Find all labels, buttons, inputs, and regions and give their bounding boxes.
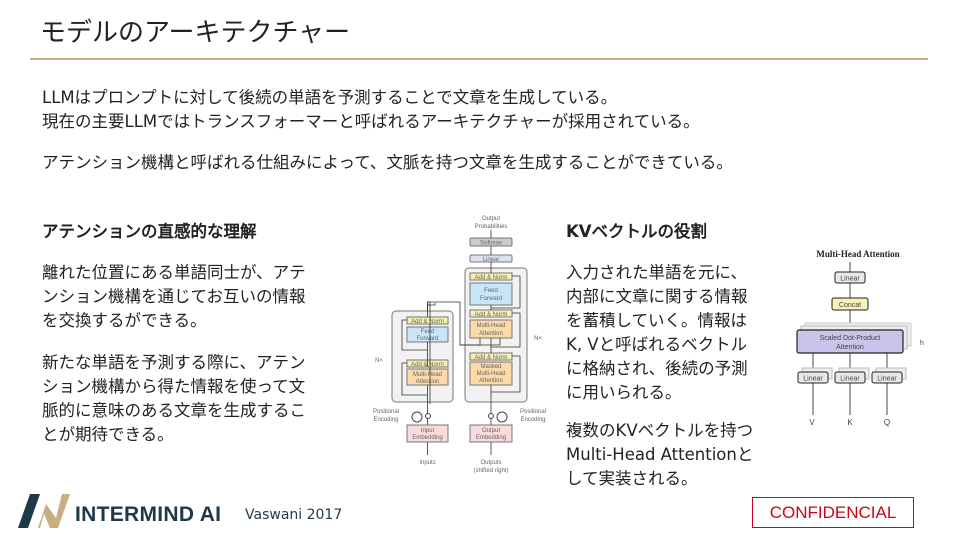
diagram-label: Positional [520,409,546,415]
diagram-label: Attention [479,378,503,384]
diagram-label: Softmax [480,241,502,247]
confidential-badge: CONFIDENCIAL [752,497,914,528]
diagram-label: Add & Norm [475,355,508,361]
add-icon [488,413,494,419]
diagram-label: K [847,418,853,427]
diagram-label: Scaled Dot-Product [820,335,881,342]
diagram-label: Inputs [419,460,435,466]
intermind-logo-icon [18,494,70,528]
right-paragraph-1: 入力された単語を元に、内部に文章に関する情報を蓄積していく。情報は K, Vと呼ば… [566,261,748,405]
mha-title: Multi-Head Attention [816,249,899,259]
diagram-label: V [809,418,815,427]
positional-encoding-icon [411,411,423,423]
diagram-label: Linear [840,276,860,283]
diagram-label: Encoding [520,417,545,423]
diagram-label: Linear [840,376,860,383]
diagram-label: Outputs [480,460,501,466]
diagram-label: Feed [421,329,435,335]
text-line: を蓄積していく。情報は [566,311,748,330]
diagram-label: Q [884,418,890,427]
intro-line-1: LLMはプロンプトに対して後続の単語を予測することで文章を生成している。 [42,88,618,107]
linear-box [834,271,866,284]
diagram-label: Embedding [412,435,442,441]
diagram-label: Output [482,428,500,434]
diagram-label: Concat [839,302,861,309]
diagram-label: Input [421,428,435,434]
add-icon [425,413,431,419]
intro-line-3: アテンション機構と呼ばれる仕組みによって、文脈を持つ文章を生成することができてい… [42,153,733,172]
text-line: に用いられる。 [566,383,682,402]
left-paragraph-2: 新たな単語を予測する際に、アテンション機構から得た情報を使って文脈的に意味のある… [42,351,306,447]
diagram-label: h [920,340,924,347]
linear-box [834,371,866,384]
diagram-label: Add & Norm [411,319,444,325]
text-line: ション機構から得た情報を使って文 [42,377,306,396]
text-line: K, Vと呼ばれるベクトル [566,335,748,354]
diagram-label: Add & Norm [475,275,508,281]
text-line: 離れた位置にある単語同士が、アテ [42,263,306,282]
right-paragraph-2: 複数のKVベクトルを持つ Multi-Head Attentionとして実装される… [566,419,753,491]
positional-encoding-icon [496,411,508,423]
text-line: 内部に文章に関する情報 [566,287,748,306]
left-heading: アテンションの直感的な理解 [42,222,257,241]
diagram-label: (shifted right) [473,468,508,474]
citation: Vaswani 2017 [245,507,343,523]
diagram-label: Multi-Head [413,372,442,378]
diagram-label: Masked [480,364,501,370]
diagram-label: Attention [416,379,440,385]
diagram-label: Linear [803,376,823,383]
multi-head-attention-diagram: Multi-Head Attention Scaled Dot-Product … [796,249,924,427]
text-line: ンション機構を通じてお互いの情報 [42,287,306,306]
diagram-label: Attention [479,331,503,337]
diagram-label: Attention [836,344,864,351]
text-line: に格納され、後続の予測 [566,359,748,378]
text-line: 新たな単語を予測する際に、アテン [42,353,306,372]
nx-label: N× [534,336,542,342]
left-paragraph-1: 離れた位置にある単語同士が、アテンション機構を通じてお互いの情報を交換するができ… [42,261,306,333]
diagram-label: Positional [373,409,399,415]
title-divider [30,58,928,60]
nx-label: N× [375,358,383,364]
linear-box [871,371,903,384]
diagram-label: Add & Norm [475,312,508,318]
diagram-label: Feed [484,288,498,294]
diagram-label: Forward [480,296,502,302]
diagram-label: Multi-Head [476,371,505,377]
output-embedding-box [469,424,513,443]
brand-name: INTERMIND AI [75,503,222,526]
text-line: して実装される。 [566,469,698,488]
diagram-label: Embedding [476,435,506,441]
diagram-label: Probabilities [475,224,508,230]
text-line: 入力された単語を元に、 [566,263,748,282]
right-heading: KVベクトルの役割 [566,222,708,241]
text-line: 脈的に意味のある文章を生成するこ [42,401,306,420]
intro-line-2: 現在の主要LLMではトランスフォーマーと呼ばれるアーキテクチャーが採用されている… [42,112,700,131]
scaled-dot-product-box [796,329,904,354]
slide-title: モデルのアーキテクチャー [40,18,351,48]
text-line: Multi-Head Attentionと [566,445,754,464]
linear-box [797,371,829,384]
text-line: 複数のKVベクトルを持つ [566,421,754,440]
diagram-label: Linear [877,376,897,383]
diagram-label: Multi-Head [476,323,505,329]
input-embedding-box [406,424,449,443]
diagram-label: Encoding [373,417,398,423]
text-line: を交換するができる。 [42,311,207,330]
concat-box [831,297,869,311]
text-line: とが期待できる。 [42,425,174,444]
diagram-label: Forward [416,336,438,342]
diagram-label: Linear [483,257,500,263]
diagram-label: Output [482,216,500,222]
